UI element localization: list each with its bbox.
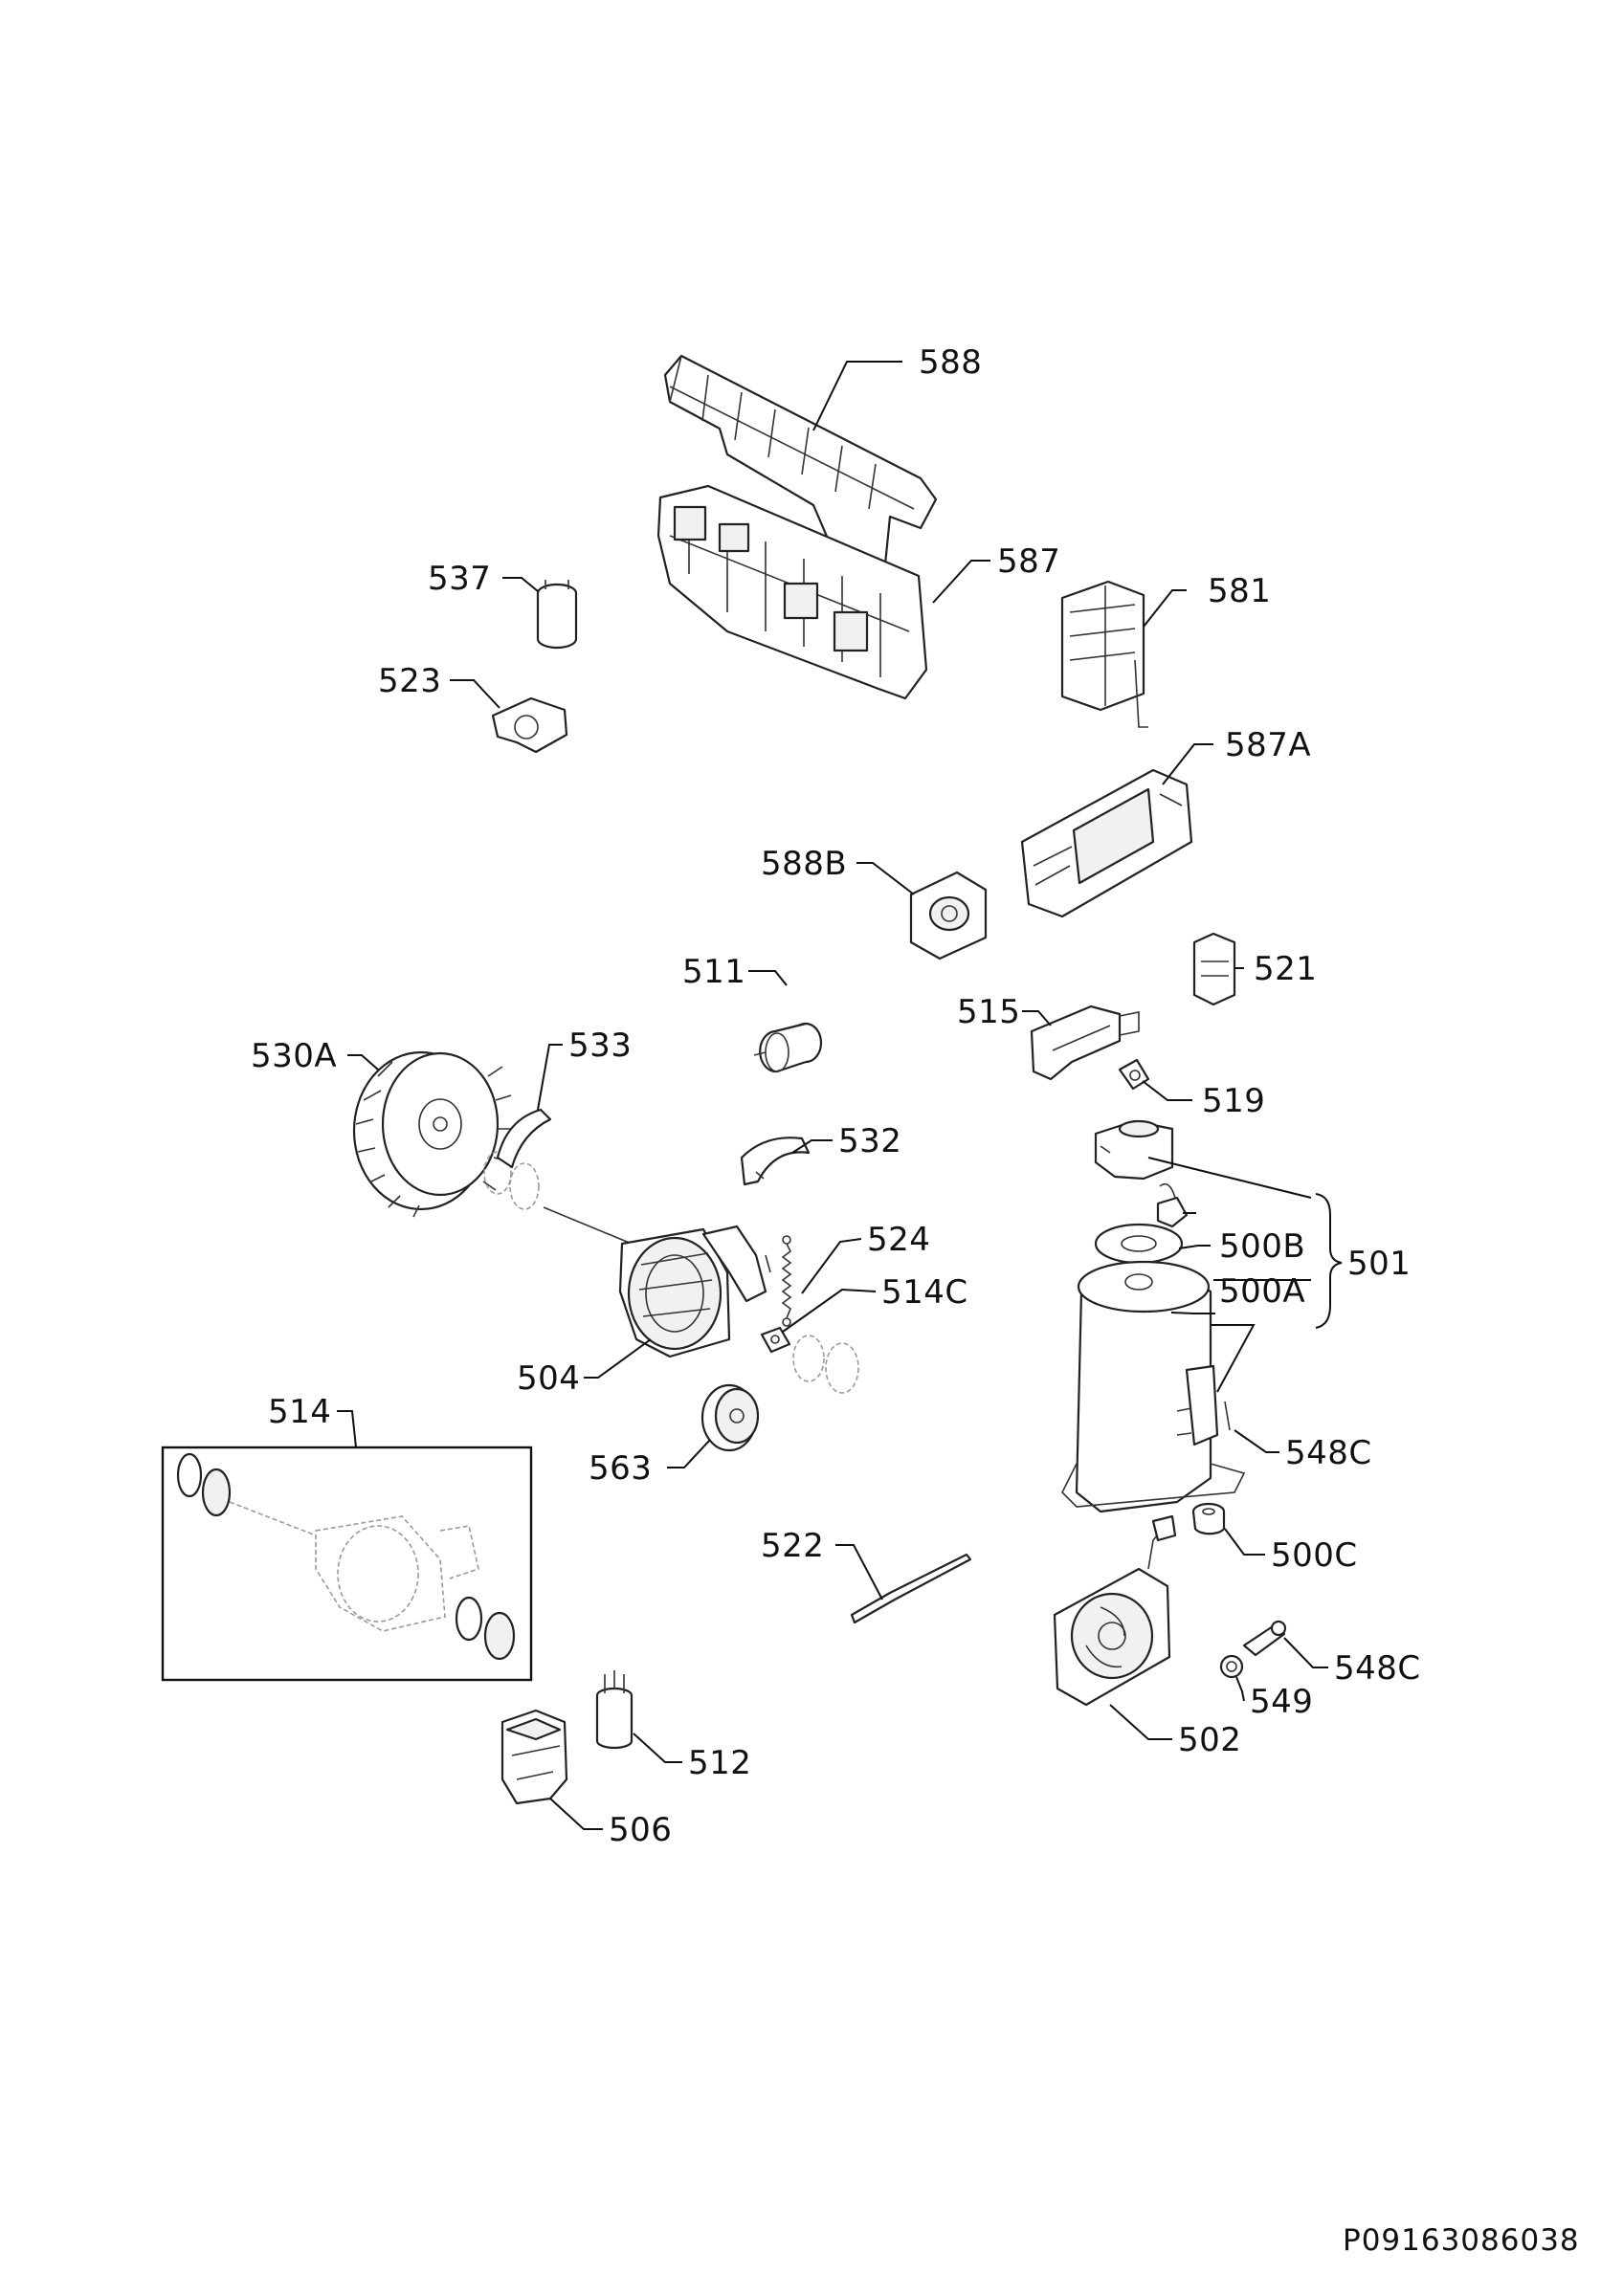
label-548C-lower: 548C xyxy=(1334,1649,1421,1688)
part-524-spring xyxy=(781,1235,792,1327)
leader-lines xyxy=(337,361,1328,1830)
part-514C-washer xyxy=(760,1326,791,1354)
label-502: 502 xyxy=(1178,1721,1241,1759)
part-500C-grommet xyxy=(1191,1502,1226,1535)
label-515: 515 xyxy=(957,993,1020,1031)
part-549-nut xyxy=(1219,1654,1244,1679)
label-504: 504 xyxy=(517,1359,580,1398)
label-532: 532 xyxy=(838,1122,901,1160)
part-523-clip xyxy=(491,696,568,754)
part-521-switch xyxy=(1192,932,1236,1006)
label-537: 537 xyxy=(428,560,491,598)
part-502-cooling-fan xyxy=(1053,1514,1177,1707)
part-530A-fan-wheel xyxy=(352,1050,513,1218)
label-588B: 588B xyxy=(761,845,847,883)
label-511: 511 xyxy=(682,953,745,991)
label-588: 588 xyxy=(919,343,982,382)
group-brace-501 xyxy=(1315,1193,1343,1329)
label-514: 514 xyxy=(268,1393,331,1431)
label-530A: 530A xyxy=(251,1037,337,1075)
part-537-capacitor xyxy=(536,580,578,650)
label-519: 519 xyxy=(1202,1082,1265,1120)
label-500B: 500B xyxy=(1219,1227,1305,1266)
part-522-strip xyxy=(850,1553,972,1624)
part-588B-selector xyxy=(909,871,988,960)
label-563: 563 xyxy=(589,1449,652,1488)
label-500C: 500C xyxy=(1271,1536,1358,1575)
part-511-capacitor xyxy=(753,1022,823,1073)
label-524: 524 xyxy=(867,1221,930,1259)
part-514-motor-kit xyxy=(161,1446,533,1682)
document-code: P09163086038 xyxy=(1343,2223,1580,2258)
part-588-cover xyxy=(663,354,938,578)
part-501-compressor xyxy=(1061,1119,1246,1513)
label-523: 523 xyxy=(378,662,441,700)
part-548C-screw xyxy=(1242,1620,1287,1657)
label-514C: 514C xyxy=(881,1273,968,1312)
part-532-belt-guard xyxy=(740,1137,811,1186)
label-521: 521 xyxy=(1254,950,1317,988)
label-587A: 587A xyxy=(1225,726,1311,764)
label-533: 533 xyxy=(568,1027,632,1065)
label-522: 522 xyxy=(761,1527,824,1565)
part-512-filter xyxy=(595,1670,634,1750)
part-519-sensor xyxy=(1118,1058,1150,1091)
label-548C-upper: 548C xyxy=(1285,1434,1372,1472)
label-506: 506 xyxy=(609,1811,672,1849)
part-587-control-board xyxy=(656,484,928,700)
part-587A-display-board xyxy=(1020,768,1193,918)
label-500A: 500A xyxy=(1219,1272,1305,1311)
part-515-sensor xyxy=(1030,1004,1140,1081)
part-labels: 588 587 581 537 523 587A 588B 521 511 51… xyxy=(251,343,1421,1849)
part-506-heater-block xyxy=(500,1709,568,1805)
part-533-bracket xyxy=(496,1108,552,1169)
label-549: 549 xyxy=(1250,1683,1313,1721)
part-bearing-rings-front xyxy=(483,1151,540,1210)
part-bearing-rings-rear xyxy=(792,1335,859,1394)
part-563-pulley xyxy=(700,1383,760,1452)
part-504-motor xyxy=(543,1206,771,1358)
label-581: 581 xyxy=(1208,572,1271,610)
part-581-module xyxy=(1060,580,1148,728)
label-587: 587 xyxy=(997,542,1060,581)
label-501: 501 xyxy=(1347,1245,1411,1283)
label-512: 512 xyxy=(688,1744,751,1782)
